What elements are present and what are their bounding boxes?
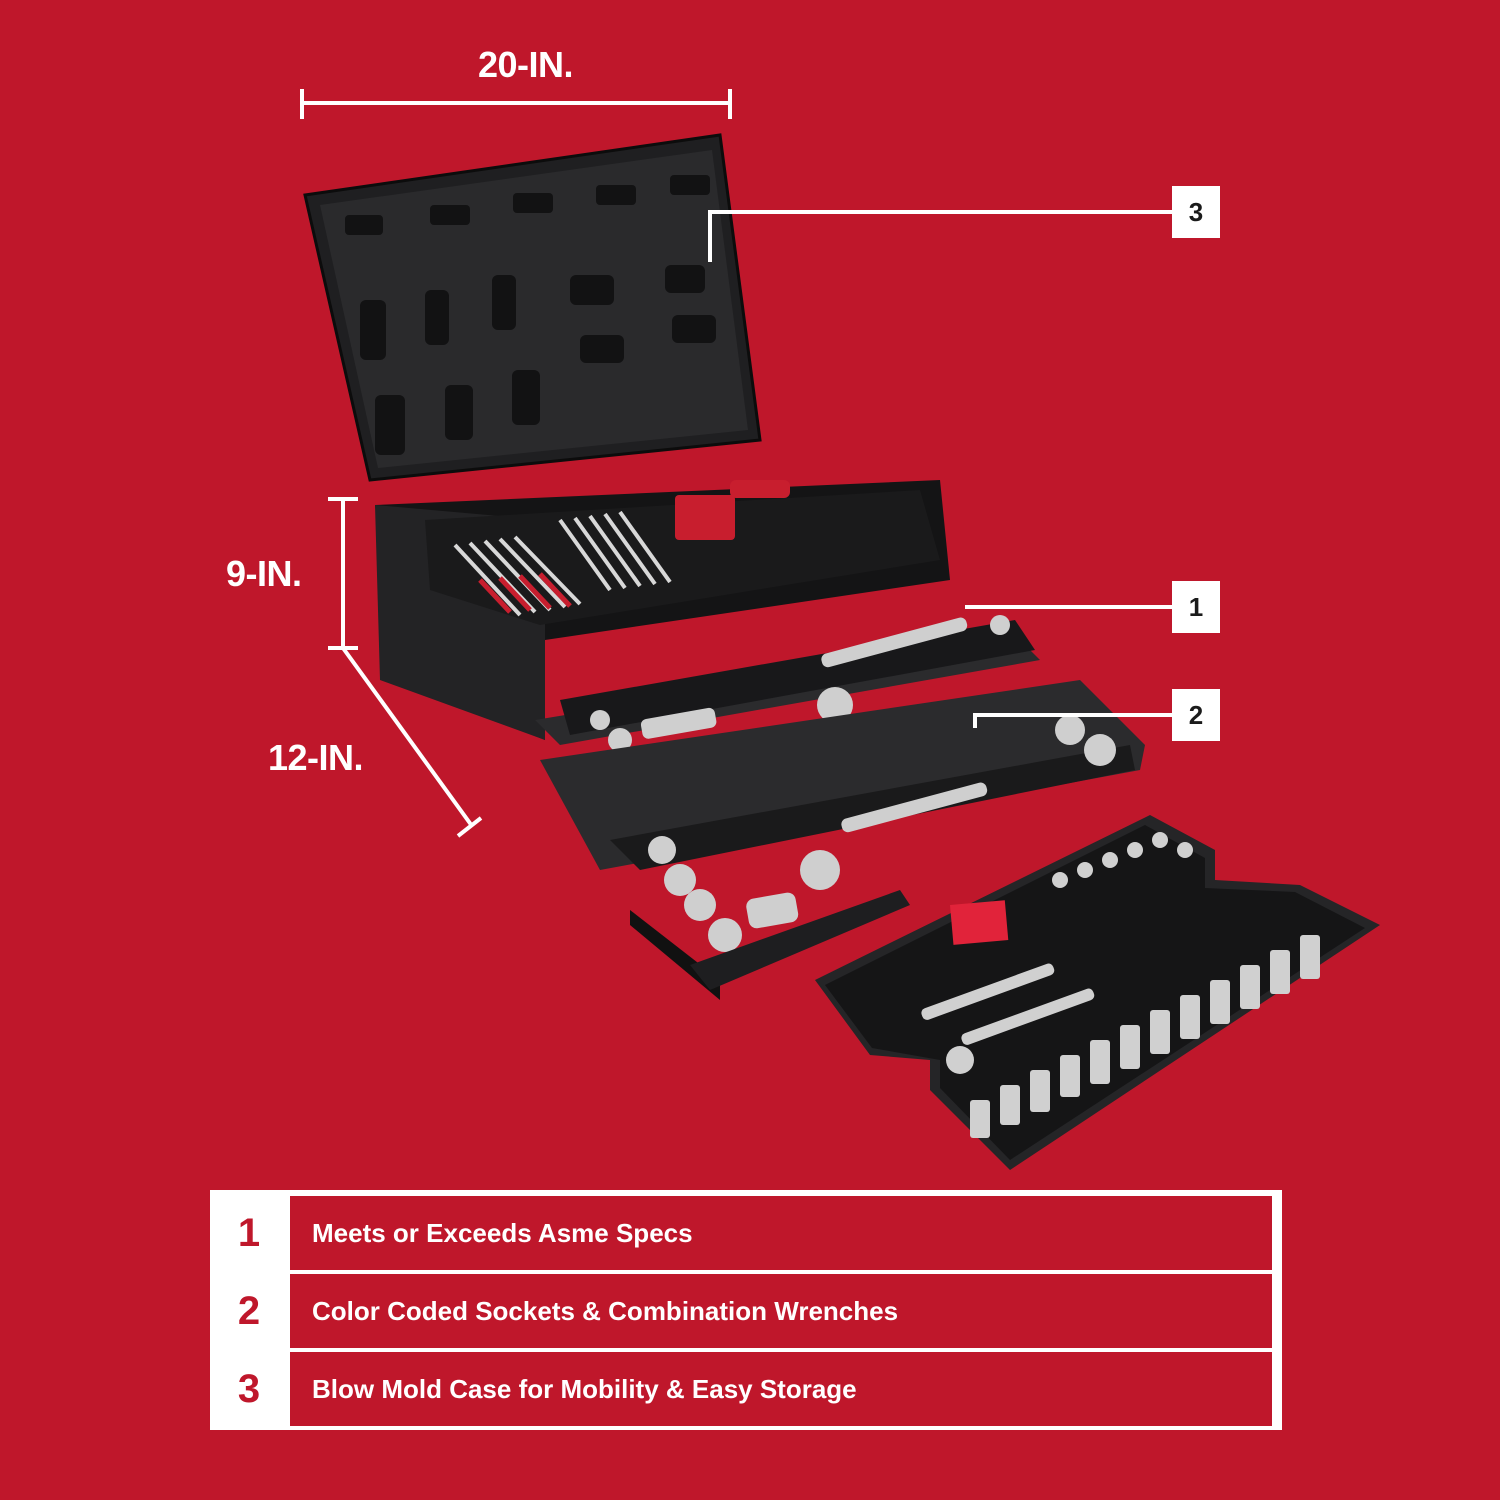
width-dimension-line — [302, 101, 731, 105]
height-dimension-label: 9-IN. — [226, 553, 302, 594]
feature-text: Blow Mold Case for Mobility & Easy Stora… — [290, 1352, 1272, 1426]
feature-number: 2 — [237, 1288, 261, 1333]
features-table: 1 Meets or Exceeds Asme Specs 2 Color Co… — [210, 1190, 1282, 1430]
width-dimension-tick-right — [728, 89, 732, 119]
callout-1: 1 — [1172, 581, 1220, 633]
feature-number: 1 — [237, 1210, 261, 1255]
callout-2: 2 — [1172, 689, 1220, 741]
width-dimension-label: 20-IN. — [478, 44, 574, 85]
callout-3: 3 — [1172, 186, 1220, 238]
feature-row: 2 Color Coded Sockets & Combination Wren… — [210, 1274, 1282, 1348]
feature-row: 3 Blow Mold Case for Mobility & Easy Sto… — [210, 1352, 1282, 1426]
height-dimension-line — [341, 498, 345, 648]
width-dimension-tick-left — [300, 89, 304, 119]
feature-text: Color Coded Sockets & Combination Wrench… — [290, 1274, 1272, 1348]
feature-text: Meets or Exceeds Asme Specs — [290, 1196, 1272, 1270]
height-dimension-tick-top — [328, 497, 358, 501]
feature-number: 3 — [237, 1366, 261, 1411]
feature-row: 1 Meets or Exceeds Asme Specs — [210, 1196, 1282, 1270]
